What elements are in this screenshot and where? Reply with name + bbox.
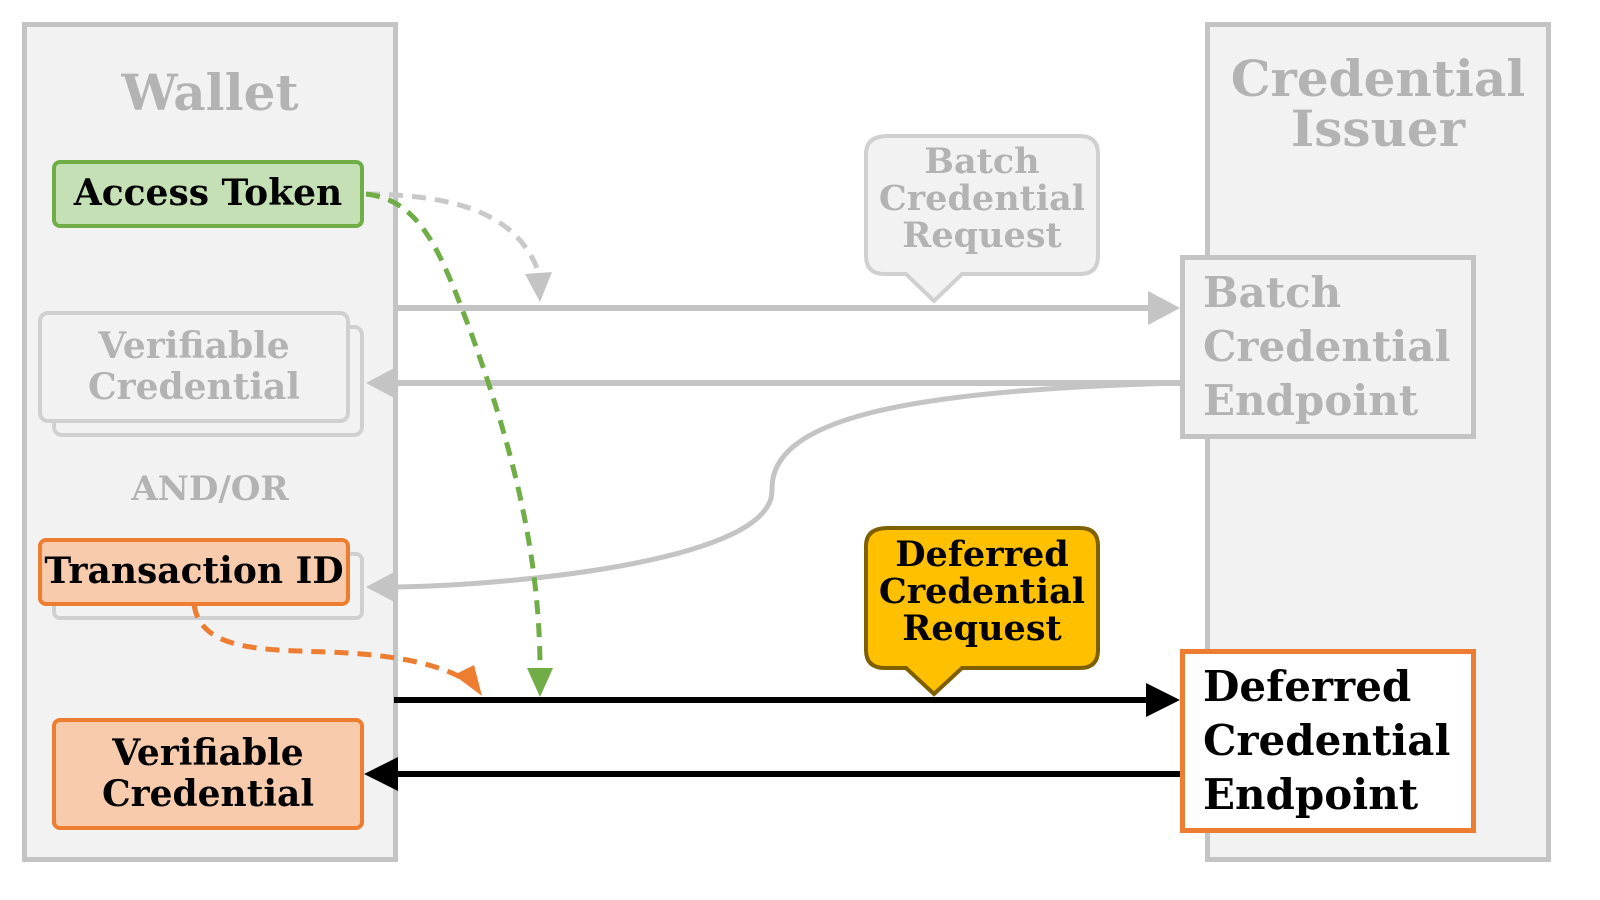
access-token-to-deferred-dashed [365, 191, 543, 671]
transaction-id-to-deferred-arrowhead [454, 665, 482, 696]
batch-response-arrowhead [366, 367, 396, 399]
transaction-id-to-deferred-dashed [191, 603, 468, 683]
deferred-endpoint-box[interactable]: Deferred Credential Endpoint [1180, 649, 1476, 833]
access-token-to-batch-arrowhead [525, 272, 552, 302]
deferred-endpoint-line2: Credential [1203, 716, 1451, 766]
access-token-to-deferred-arrowhead [527, 668, 553, 697]
deferred-request-line1: Deferred [895, 534, 1069, 575]
wallet-title: Wallet [121, 63, 299, 122]
batch-vc-line1: Verifiable [98, 324, 290, 367]
batch-request-line1: Batch [924, 141, 1040, 182]
batch-vc-line2: Credential [87, 366, 301, 408]
issuer-title: Credential Issuer [1205, 54, 1551, 154]
batch-endpoint-box[interactable]: Batch Credential Endpoint [1180, 255, 1476, 439]
batch-request-line2: Credential [878, 177, 1086, 219]
batch-endpoint-line2: Credential [1203, 322, 1451, 372]
batch-vc-box[interactable]: Verifiable Credential [38, 311, 350, 423]
batch-request-arrowhead [1148, 291, 1180, 325]
deferred-endpoint-line1: Deferred [1203, 662, 1412, 712]
deferred-request-line2: Credential [878, 570, 1086, 612]
access-token-box[interactable]: Access Token [52, 160, 364, 228]
deferred-vc-line1: Verifiable [112, 731, 304, 774]
access-token-to-batch-dashed [365, 191, 543, 277]
batch-request-callout [864, 134, 1100, 304]
batch-request-line3: Request [902, 214, 1062, 256]
deferred-endpoint-line3: Endpoint [1203, 769, 1419, 819]
deferred-response-arrowhead [364, 757, 398, 791]
issuer-title-line2: Issuer [1290, 99, 1466, 158]
batch-endpoint-line3: Endpoint [1203, 375, 1419, 425]
deferred-request-text: Deferred Credential Request [866, 534, 1098, 649]
batch-transaction-curve [393, 380, 1181, 590]
access-token-label: Access Token [73, 172, 343, 215]
deferred-vc-line2: Credential [101, 773, 315, 815]
and-or-label: AND/OR [131, 469, 289, 509]
deferred-request-line3: Request [902, 607, 1062, 649]
deferred-vc-box[interactable]: Verifiable Credential [52, 718, 364, 830]
transaction-id-label: Transaction ID [44, 550, 344, 593]
deferred-request-callout [864, 526, 1100, 697]
issuer-title-line1: Credential [1230, 49, 1526, 108]
batch-request-text: Batch Credential Request [866, 141, 1098, 256]
deferred-request-arrowhead [1146, 683, 1180, 717]
transaction-id-box[interactable]: Transaction ID [38, 538, 350, 606]
batch-endpoint-line1: Batch [1203, 268, 1342, 318]
batch-transaction-arrowhead [366, 571, 396, 603]
